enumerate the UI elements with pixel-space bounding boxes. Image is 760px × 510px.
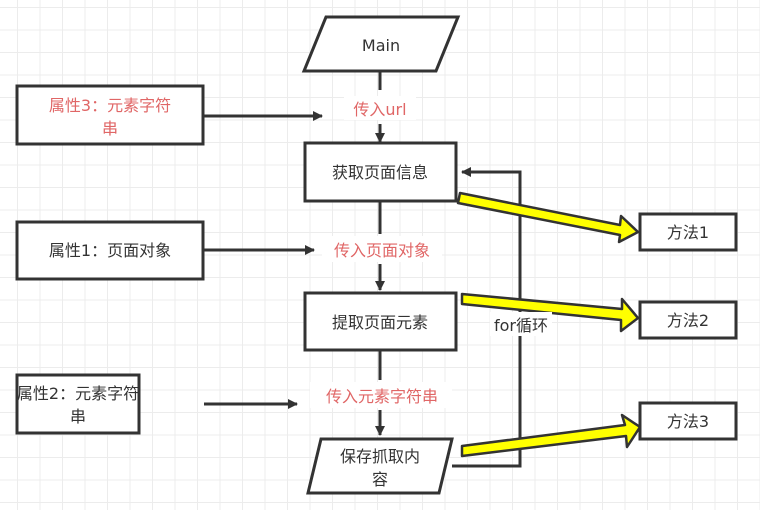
arrow-to-method3 [460, 413, 642, 458]
method2-node[interactable]: 方法2 [638, 300, 738, 340]
attr1-node[interactable]: 属性1：页面对象 [15, 220, 205, 281]
save-content-label-line2: 容 [372, 470, 388, 489]
attr3-node[interactable]: 属性3：元素字符 串 [15, 84, 205, 146]
method3-label: 方法3 [667, 412, 709, 431]
main-node[interactable]: Main [301, 15, 461, 73]
save-content-label-line1: 保存抓取内 [340, 447, 420, 466]
arrow-to-method1 [456, 191, 640, 244]
attr3-label-line1: 属性3：元素字符 [49, 96, 171, 115]
method1-node[interactable]: 方法1 [638, 212, 738, 252]
edge-label-pass-page-object: 传入页面对象 [322, 236, 442, 262]
svg-text:for循环: for循环 [494, 316, 548, 335]
get-page-info-node[interactable]: 获取页面信息 [303, 141, 458, 203]
main-node-label: Main [362, 36, 400, 55]
attr2-node[interactable]: 属性2：元素字符 串 [15, 373, 141, 435]
edge-label-pass-element-string: 传入元素字符串 [310, 382, 452, 408]
save-content-node[interactable]: 保存抓取内 容 [306, 437, 454, 495]
attr3-label-line2: 串 [102, 119, 118, 138]
method3-node[interactable]: 方法3 [638, 401, 738, 441]
svg-text:传入元素字符串: 传入元素字符串 [326, 387, 438, 406]
method2-label: 方法2 [667, 311, 709, 330]
extract-elements-label: 提取页面元素 [332, 313, 428, 332]
svg-text:传入页面对象: 传入页面对象 [334, 241, 430, 260]
svg-text:传入url: 传入url [353, 100, 406, 119]
edge-label-pass-url: 传入url [344, 96, 416, 120]
extract-elements-node[interactable]: 提取页面元素 [303, 291, 458, 352]
attr2-label-line2: 串 [70, 407, 86, 426]
edge-label-for-loop: for循环 [490, 312, 552, 336]
attr2-label-line1: 属性2：元素字符 [17, 384, 139, 403]
get-page-info-label: 获取页面信息 [332, 163, 428, 182]
method1-label: 方法1 [667, 223, 709, 242]
attr1-label: 属性1：页面对象 [49, 241, 171, 260]
